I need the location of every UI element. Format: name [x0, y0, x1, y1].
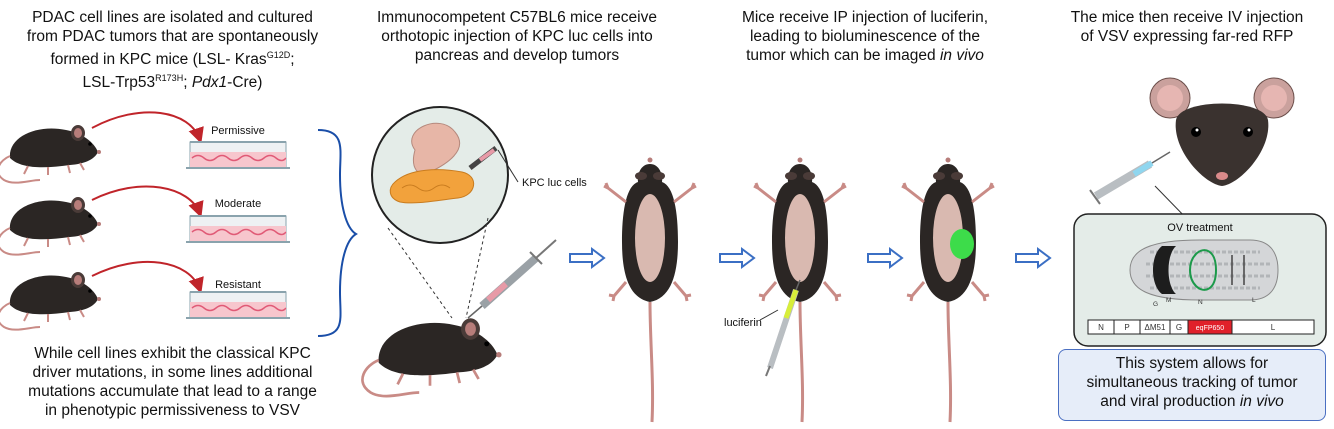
genome-segment: P [1124, 323, 1129, 332]
syringe-icon [467, 239, 557, 319]
virion-label: M [1166, 297, 1171, 304]
luciferin-label: luciferin [724, 317, 762, 329]
caption-cell-lines: PDAC cell lines are isolated and culture… [0, 8, 345, 92]
dish-label: Resistant [215, 279, 261, 291]
caption-line: of VSV expressing far-red RFP [1080, 28, 1294, 45]
caption-luciferin: Mice receive IP injection of luciferin, … [700, 8, 1030, 65]
caption-line: The mice then receive IV injection [1070, 9, 1304, 26]
zoom-line [387, 227, 453, 319]
culture-dish-icon [185, 291, 291, 319]
injection-label: KPC luc cells [522, 177, 587, 189]
dish-label: Moderate [215, 198, 261, 210]
virion-label: L [1252, 297, 1256, 304]
arrow-right-icon [867, 248, 903, 268]
caption-line: pancreas and develop tumors [414, 47, 620, 64]
caption-line: orthotopic injection of KPC luc cells in… [381, 28, 653, 45]
result-line: simultaneous tracking of tumor [1086, 374, 1298, 391]
syringe-icon [765, 279, 801, 377]
result-line: This system allows for [1115, 355, 1269, 372]
mouse-icon [0, 271, 103, 331]
caption-line: Immunocompetent C57BL6 mice receive [377, 9, 657, 26]
mouse-top-icon [602, 156, 698, 424]
red-arrow [91, 260, 204, 294]
red-arrow [91, 111, 204, 144]
genome-segment: G [1176, 323, 1182, 332]
mouse-head-icon [1149, 77, 1295, 186]
caption-mutations: While cell lines exhibit the classical K… [0, 344, 345, 420]
caption-line: tumor which can be imaged in vivo [746, 47, 984, 64]
caption-line: in phenotypic permissiveness to VSV [44, 402, 301, 419]
arrow-right-icon [1015, 248, 1051, 268]
curly-brace [317, 129, 358, 337]
zoom-line [465, 217, 489, 319]
mouse-top-icon [900, 156, 996, 424]
result-box: This system allows for simultaneous trac… [1058, 349, 1326, 421]
mouse-icon [361, 316, 503, 398]
dish-label: Permissive [211, 125, 265, 137]
culture-dish-icon [185, 141, 291, 169]
ov-treatment-panel: OV treatment G M N L N P ΔM51 G eqFP650 … [1073, 213, 1327, 347]
mouse-top-icon [752, 156, 848, 424]
caption-line: LSL-Trp53R173H; Pdx1-Cre) [82, 73, 263, 92]
result-line: and viral production in vivo [1100, 393, 1284, 410]
culture-dish-icon [185, 215, 291, 243]
caption-line: While cell lines exhibit the classical K… [34, 345, 311, 362]
ov-panel-title: OV treatment [1167, 222, 1232, 234]
mouse-icon [0, 196, 103, 256]
tumor-bioluminescence [950, 229, 974, 259]
caption-line: formed in KPC mice (LSL- KrasG12D; [50, 50, 295, 69]
red-arrow [91, 185, 204, 218]
caption-line: Mice receive IP injection of luciferin, [741, 9, 989, 26]
caption-line: leading to bioluminescence of the [749, 28, 981, 45]
genome-segment: eqFP650 [1196, 325, 1225, 332]
mouse-icon [0, 124, 103, 184]
caption-line: PDAC cell lines are isolated and culture… [32, 9, 313, 26]
arrow-right-icon [569, 248, 605, 268]
arrow-right-icon [719, 248, 755, 268]
virion-label: G [1153, 301, 1158, 308]
virion-label: N [1198, 299, 1203, 306]
caption-orthotopic: Immunocompetent C57BL6 mice receive orth… [352, 8, 682, 65]
label-leader [497, 149, 519, 183]
genome-segment: ΔM51 [1145, 323, 1166, 332]
caption-line: mutations accumulate that lead to a rang… [28, 383, 317, 400]
genome-segment: N [1098, 323, 1104, 332]
genome-map: N P ΔM51 G eqFP650 L [1087, 319, 1315, 335]
label-leader [759, 309, 779, 321]
caption-line: driver mutations, in some lines addition… [32, 364, 313, 381]
genome-segment: L [1271, 323, 1276, 332]
syringe-icon [1089, 151, 1171, 205]
caption-iv-injection: The mice then receive IV injection of VS… [1040, 8, 1334, 46]
pancreas-zoom-icon [371, 106, 509, 244]
caption-line: from PDAC tumors that are spontaneously [26, 28, 319, 45]
